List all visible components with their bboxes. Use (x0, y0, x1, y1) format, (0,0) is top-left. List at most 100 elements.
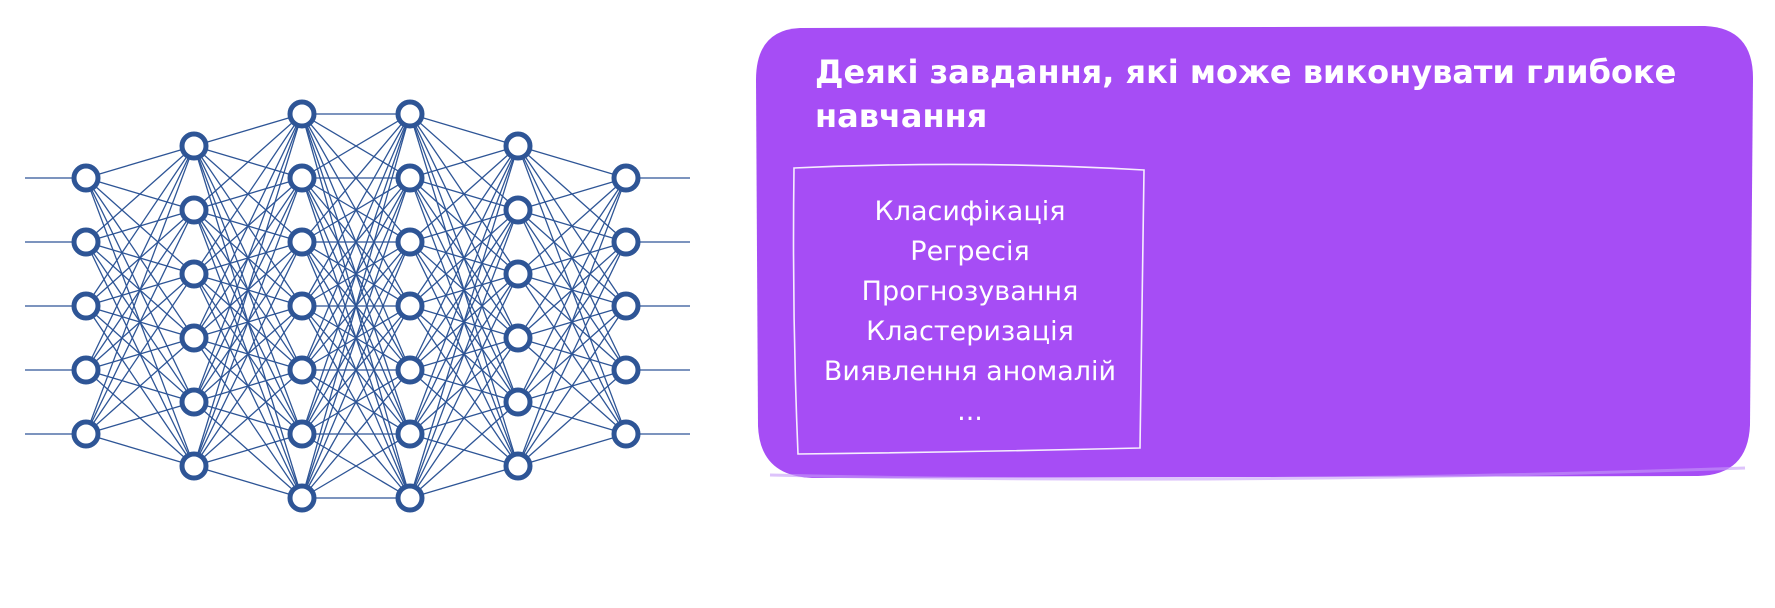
network-connection (409, 145, 519, 499)
network-connection (301, 113, 411, 371)
network-connection (517, 145, 627, 179)
tasks-panel-background (756, 26, 1753, 481)
network-connection (193, 465, 303, 499)
network-connection (409, 465, 519, 499)
task-more-ellipsis: ... (957, 396, 983, 427)
network-connection (517, 305, 627, 467)
network-node-layer-1 (71, 163, 101, 193)
network-node-layer-2 (179, 451, 209, 481)
network-connection (193, 113, 303, 147)
network-node-layer-3 (287, 163, 317, 193)
network-node-layer-2 (179, 259, 209, 289)
network-connection (517, 369, 627, 467)
network-connection (409, 145, 519, 243)
network-connection (85, 337, 195, 435)
network-connection (409, 273, 519, 499)
network-node-layer-4 (395, 291, 425, 321)
network-connection (301, 241, 411, 499)
network-connection (193, 113, 303, 467)
network-connection (517, 177, 627, 275)
network-connection (409, 145, 519, 371)
network-connection (301, 113, 411, 307)
network-node-layer-1 (71, 419, 101, 449)
network-node-layer-4 (395, 99, 425, 129)
network-node-layer-3 (287, 483, 317, 513)
network-connection (85, 145, 195, 307)
network-node-layer-3 (287, 355, 317, 385)
network-node-layer-4 (395, 227, 425, 257)
network-node-layer-4 (395, 483, 425, 513)
network-connection (301, 113, 411, 435)
network-connection (85, 209, 195, 435)
tasks-panel-shape (756, 26, 1753, 478)
network-connection (409, 145, 519, 307)
network-connection (193, 241, 303, 467)
network-nodes (71, 99, 641, 513)
network-connection (85, 273, 195, 435)
network-connection (85, 433, 195, 467)
network-connection (517, 177, 627, 467)
tasks-box-outline (792, 163, 1145, 455)
network-node-layer-5 (503, 195, 533, 225)
network-connection (193, 113, 303, 275)
network-node-layer-5 (503, 451, 533, 481)
network-node-layer-6 (611, 227, 641, 257)
task-regression: Регресія (910, 236, 1030, 267)
network-connection (301, 177, 411, 499)
network-connection (193, 369, 303, 467)
network-connection (409, 209, 519, 499)
network-connection (301, 113, 411, 179)
task-clustering: Кластеризація (866, 316, 1074, 347)
network-node-layer-6 (611, 291, 641, 321)
network-node-layer-3 (287, 291, 317, 321)
network-connection (409, 145, 519, 179)
network-node-layer-3 (287, 227, 317, 257)
network-node-layer-1 (71, 227, 101, 257)
network-node-layer-2 (179, 387, 209, 417)
neural-network-diagram (25, 99, 690, 513)
network-node-layer-1 (71, 291, 101, 321)
network-connection (85, 145, 195, 435)
task-anomaly-detection: Виявлення аномалій (823, 356, 1117, 387)
network-connection (193, 113, 303, 339)
network-node-layer-5 (503, 387, 533, 417)
network-node-layer-6 (611, 419, 641, 449)
network-node-layer-4 (395, 355, 425, 385)
network-connection (301, 113, 411, 243)
network-connection (517, 433, 627, 467)
network-node-layer-3 (287, 99, 317, 129)
network-connection (193, 433, 303, 467)
network-node-layer-5 (503, 323, 533, 353)
tasks-panel-edge (769, 466, 1746, 481)
network-connection (409, 113, 519, 147)
tasks-list: Класифікація Регресія Прогнозування Клас… (800, 192, 1140, 432)
network-connections (25, 113, 690, 499)
network-connection (85, 145, 195, 179)
network-connection (85, 145, 195, 243)
network-connection (301, 113, 411, 499)
network-connection (409, 145, 519, 435)
network-connection (517, 177, 627, 211)
network-node-layer-4 (395, 419, 425, 449)
network-node-layer-2 (179, 323, 209, 353)
network-node-layer-5 (503, 131, 533, 161)
network-node-layer-2 (179, 195, 209, 225)
network-connection (85, 401, 195, 435)
network-connection (193, 113, 303, 403)
task-classification: Класифікація (874, 196, 1066, 227)
network-connection (517, 177, 627, 403)
network-node-layer-6 (611, 163, 641, 193)
network-connection (517, 241, 627, 467)
network-connection (301, 305, 411, 499)
network-node-layer-3 (287, 419, 317, 449)
network-node-layer-4 (395, 163, 425, 193)
task-forecasting: Прогнозування (861, 276, 1079, 307)
network-node-layer-6 (611, 355, 641, 385)
network-connection (193, 305, 303, 467)
network-connection (193, 113, 303, 211)
network-node-layer-5 (503, 259, 533, 289)
network-connection (409, 401, 519, 499)
network-connection (85, 145, 195, 371)
network-connection (193, 177, 303, 467)
network-node-layer-1 (71, 355, 101, 385)
